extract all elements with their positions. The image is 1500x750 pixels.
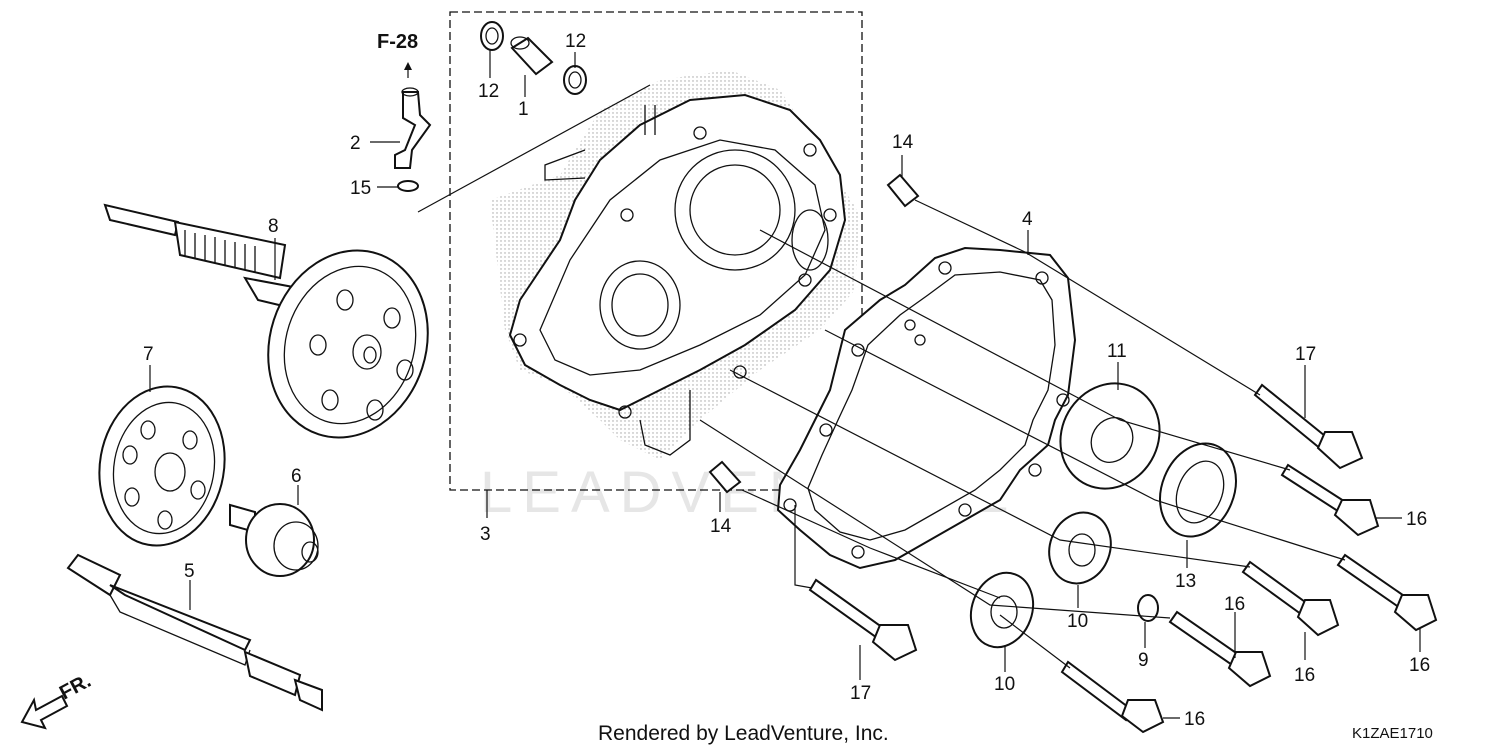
callout-16-b: 16 xyxy=(1409,655,1430,676)
part-8-gear-shaft[interactable] xyxy=(103,203,452,458)
callout-9: 9 xyxy=(1138,650,1149,671)
callout-15: 15 xyxy=(350,178,371,199)
part-16-bolt-a[interactable] xyxy=(1280,463,1380,537)
part-16-bolt-c[interactable] xyxy=(1241,560,1340,637)
callout-8: 8 xyxy=(268,216,279,237)
callout-14-lower: 14 xyxy=(710,516,732,537)
part-16-bolt-d[interactable] xyxy=(1168,610,1272,688)
ref-f28-label: F-28 xyxy=(377,31,418,53)
credit-text: Rendered by LeadVenture, Inc. xyxy=(598,722,889,745)
drawing-code: K1ZAE1710 xyxy=(1352,725,1433,742)
callout-3: 3 xyxy=(480,524,491,545)
front-direction-marker: FR. xyxy=(20,670,95,730)
part-14-dowel-lower[interactable] xyxy=(708,460,742,494)
part-17-bolt-lower[interactable] xyxy=(808,578,918,662)
part-12-seal-lower[interactable] xyxy=(563,65,587,95)
part-5-final-shaft[interactable] xyxy=(66,553,323,712)
part-13-oil-seal[interactable] xyxy=(1147,432,1250,548)
callout-5: 5 xyxy=(184,561,195,582)
part-15-clip[interactable] xyxy=(397,180,419,192)
callout-12-upper: 12 xyxy=(478,81,499,102)
part-7-gear[interactable] xyxy=(87,376,237,555)
callout-12-lower: 12 xyxy=(565,31,586,52)
callout-7: 7 xyxy=(143,344,154,365)
callout-17-lower: 17 xyxy=(850,683,871,704)
callout-1: 1 xyxy=(518,99,529,120)
callout-16-a: 16 xyxy=(1406,509,1427,530)
callout-11: 11 xyxy=(1107,341,1127,362)
part-16-bolt-e[interactable] xyxy=(1060,660,1165,734)
callout-16-e: 16 xyxy=(1184,709,1205,730)
callout-16-d: 16 xyxy=(1224,594,1245,615)
callout-4: 4 xyxy=(1022,209,1033,230)
leader-lines xyxy=(149,50,1421,719)
part-11-bearing[interactable] xyxy=(1041,365,1178,507)
part-12-seal-upper[interactable] xyxy=(480,21,504,51)
breather-direction-arrow xyxy=(404,62,412,78)
part-10-bearing-upper[interactable] xyxy=(1039,504,1120,592)
callout-labels: F-28 8 7 6 5 2 15 12 1 12 3 14 14 4 11 1… xyxy=(143,31,1430,730)
part-1-collar[interactable] xyxy=(510,36,554,76)
callout-10-upper: 10 xyxy=(1067,611,1088,632)
part-14-dowel-upper[interactable] xyxy=(886,173,920,208)
callout-10-lower: 10 xyxy=(994,674,1015,695)
callout-17-upper: 17 xyxy=(1295,344,1316,365)
callout-2: 2 xyxy=(350,133,361,154)
part-17-bolt-upper[interactable] xyxy=(1253,383,1364,470)
part-6-small-gear[interactable] xyxy=(229,503,319,577)
callout-13: 13 xyxy=(1175,571,1196,592)
part-10-bearing-lower[interactable] xyxy=(961,564,1043,656)
callout-16-c: 16 xyxy=(1294,665,1315,686)
part-4-gasket[interactable] xyxy=(776,246,1077,570)
part-2-breather-tube[interactable] xyxy=(394,87,432,169)
callout-6: 6 xyxy=(291,466,302,487)
breather-routing-line xyxy=(417,84,651,213)
part-3-transmission-case[interactable] xyxy=(490,70,860,460)
part-9-washer[interactable] xyxy=(1137,594,1159,622)
part-16-bolt-b[interactable] xyxy=(1336,553,1438,632)
callout-14-upper: 14 xyxy=(892,132,914,153)
